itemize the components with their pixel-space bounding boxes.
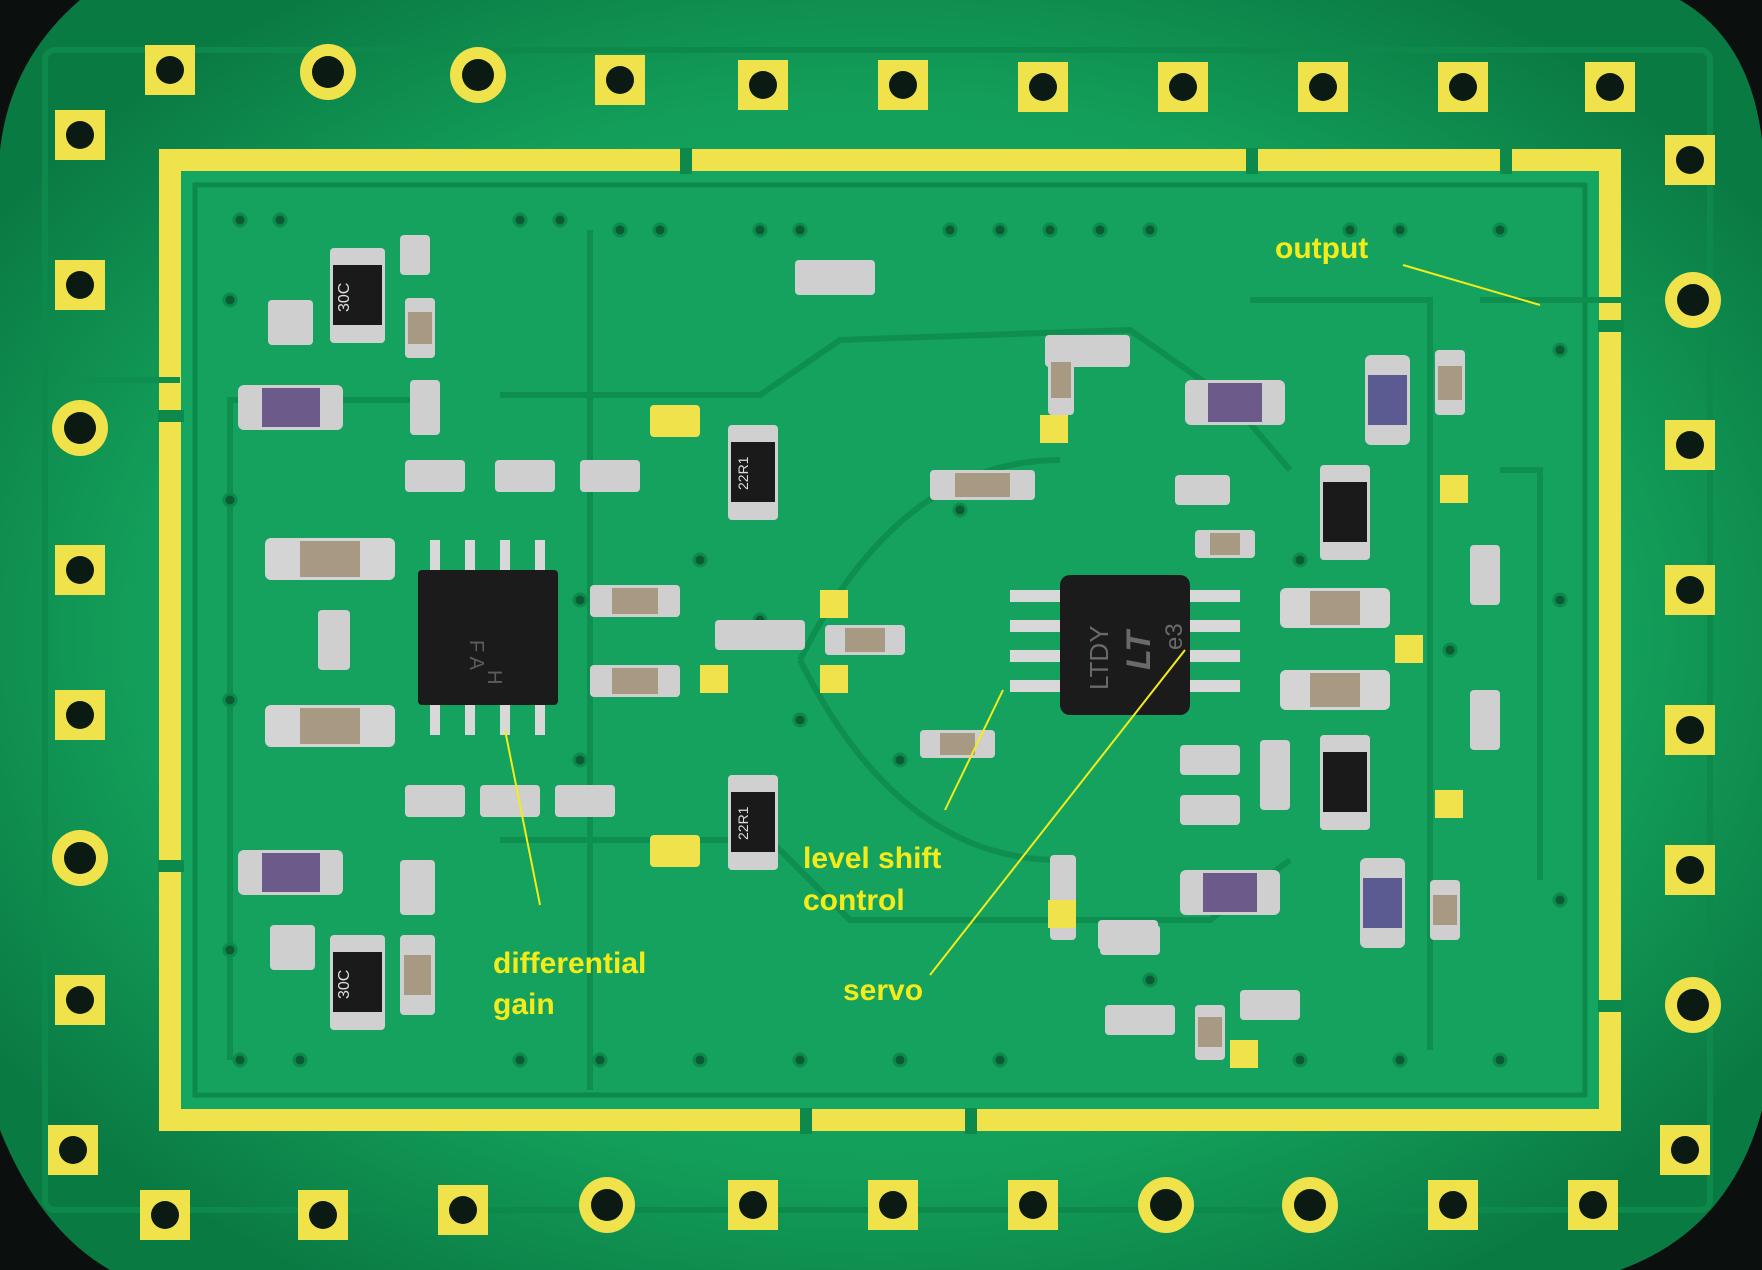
differential-pointer bbox=[504, 729, 541, 906]
passive-components bbox=[238, 235, 1500, 1068]
resistor-marking-r1: 30C bbox=[336, 283, 353, 312]
servo-pointer bbox=[929, 649, 1186, 976]
frame-gap bbox=[965, 1108, 977, 1134]
frame-gap bbox=[158, 860, 184, 872]
label-level-shift-control: control bbox=[803, 884, 905, 917]
label-differential: differential bbox=[493, 947, 646, 980]
vignette-top-right bbox=[1680, 0, 1762, 140]
resistor-marking-r3: 22R1 bbox=[735, 806, 751, 840]
ic-right-logo: LT bbox=[1120, 628, 1158, 670]
vignette-bottom-right bbox=[1620, 1110, 1762, 1270]
frame-gap bbox=[1500, 148, 1512, 174]
frame-gap bbox=[800, 1108, 812, 1134]
ic-right-e3: e3 bbox=[1161, 623, 1188, 650]
vignette-top-left bbox=[0, 0, 80, 150]
ic-left-marking: F A bbox=[465, 640, 487, 671]
frame-gap bbox=[158, 410, 184, 422]
frame-gap bbox=[1598, 320, 1624, 332]
ic-left bbox=[418, 540, 558, 735]
resistor-marking-r2: 22R1 bbox=[735, 456, 751, 490]
ic-left-marking-2: H bbox=[483, 670, 505, 684]
ic-right-marking: LTDY bbox=[1084, 625, 1114, 690]
output-pointer bbox=[1402, 264, 1541, 306]
annotation-lines bbox=[504, 264, 1541, 976]
level-shift-pointer bbox=[944, 689, 1004, 811]
label-level-shift: level shift bbox=[803, 842, 941, 875]
edge-pads-left bbox=[48, 110, 108, 1175]
frame-gap bbox=[680, 148, 692, 174]
label-output: output bbox=[1275, 232, 1368, 265]
resistor-marking-r4: 30C bbox=[336, 970, 353, 999]
frame-gap bbox=[1598, 1000, 1624, 1012]
vignette-bottom-left bbox=[0, 1130, 110, 1270]
label-differential-gain: gain bbox=[493, 988, 555, 1021]
label-servo: servo bbox=[843, 974, 923, 1007]
frame-gap bbox=[1246, 148, 1258, 174]
edge-pads-right bbox=[1660, 135, 1721, 1175]
ic-right bbox=[1010, 575, 1240, 715]
edge-pads-top bbox=[145, 44, 1635, 112]
edge-pads-bottom bbox=[140, 1177, 1618, 1240]
